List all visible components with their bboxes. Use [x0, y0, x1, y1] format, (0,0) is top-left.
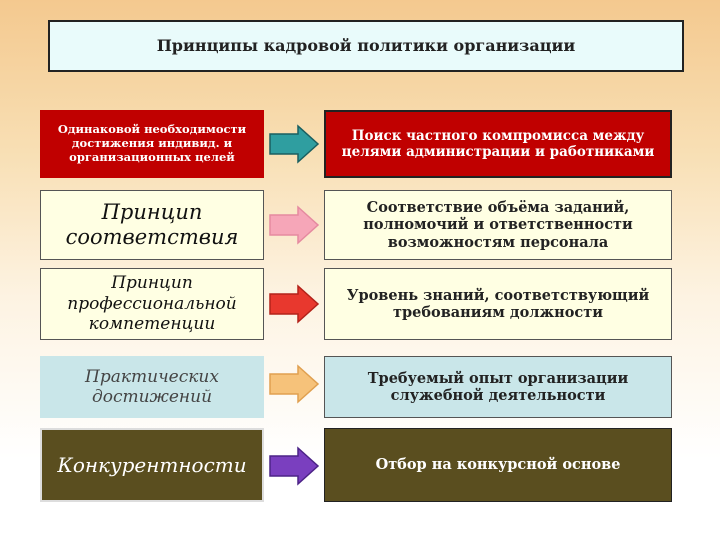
arrow-right-icon	[269, 446, 320, 486]
arrow-right-icon	[269, 124, 320, 164]
arrow-right-icon	[269, 284, 320, 324]
description-box-3: Уровень знаний, соответствующий требован…	[324, 268, 672, 340]
principle-box-1: Одинаковой необходимости достижения инди…	[40, 110, 264, 178]
arrow-right-icon	[269, 364, 320, 404]
description-box-5: Отбор на конкурсной основе	[324, 428, 672, 502]
arrow-right-icon	[269, 205, 320, 245]
principle-box-2: Принцип соответствия	[40, 190, 264, 260]
principle-box-4: Практических достижений	[40, 356, 264, 418]
description-box-4: Требуемый опыт организации служебной дея…	[324, 356, 672, 418]
description-box-1: Поиск частного компромисса между целями …	[324, 110, 672, 178]
diagram-title: Принципы кадровой политики организации	[48, 20, 684, 72]
principle-box-3: Принцип профессиональной компетенции	[40, 268, 264, 340]
description-box-2: Соответствие объёма заданий, полномочий …	[324, 190, 672, 260]
principle-box-5: Конкурентности	[40, 428, 264, 502]
